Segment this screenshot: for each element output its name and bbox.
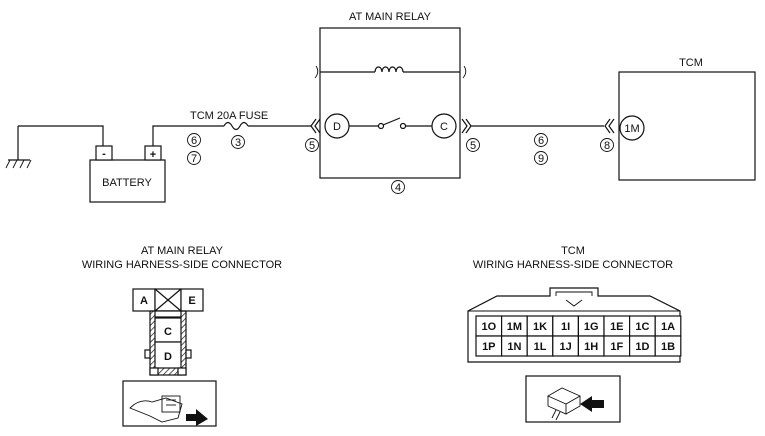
connector-chevron-relay-d bbox=[310, 118, 321, 134]
ref-3: 3 bbox=[235, 137, 241, 149]
reference-markers: 6 7 3 5 4 5 6 9 8 bbox=[187, 133, 614, 194]
tcm-pin-label: 1M bbox=[507, 321, 522, 333]
relay-connector-pin-c: C bbox=[164, 326, 172, 338]
at-main-relay: AT MAIN RELAY D C bbox=[314, 11, 467, 179]
tcm-pin-label: 1F bbox=[610, 341, 623, 353]
ref-6b: 6 bbox=[538, 135, 544, 147]
tcm-pin-label: 1N bbox=[507, 341, 521, 353]
ref-5a: 5 bbox=[309, 140, 315, 152]
relay-pin-d: D bbox=[333, 121, 341, 133]
ref-4: 4 bbox=[395, 182, 401, 194]
tcm-module: TCM 1M bbox=[618, 57, 756, 181]
battery: BATTERY - + bbox=[89, 145, 166, 203]
relay-connector-pin-d: D bbox=[164, 351, 172, 363]
battery-label: BATTERY bbox=[102, 177, 152, 189]
ref-6a: 6 bbox=[191, 135, 197, 147]
relay-connector-pin-a: A bbox=[140, 295, 148, 307]
ref-5b: 5 bbox=[470, 140, 476, 152]
tcm-connector-diagram: TCM WIRING HARNESS-SIDE CONNECTOR 1O 1M 1K… bbox=[467, 245, 682, 423]
tcm-pin-label: 1E bbox=[610, 321, 623, 333]
battery-positive-terminal: + bbox=[150, 149, 156, 161]
tcm-pin-grid: 1O 1M 1K 1I 1G 1E 1C 1A 1P 1N 1L 1J 1H 1F 1D 1B bbox=[475, 315, 682, 357]
relay-connector-title-2: WIRING HARNESS-SIDE CONNECTOR bbox=[82, 259, 282, 271]
tcm-pin-label: 1A bbox=[661, 321, 675, 333]
battery-positive-wire bbox=[152, 125, 224, 146]
fuse-symbol bbox=[223, 121, 249, 131]
ref-7: 7 bbox=[191, 153, 197, 165]
tcm-title: TCM bbox=[679, 57, 703, 69]
tcm-pin-label: 1K bbox=[533, 321, 547, 333]
tcm-pin-label: 1L bbox=[534, 341, 547, 353]
tcm-connector-inset bbox=[525, 375, 621, 423]
ground-symbol bbox=[5, 126, 32, 169]
relay-connector-title-1: AT MAIN RELAY bbox=[141, 245, 224, 257]
tcm-pin-label: 1I bbox=[561, 321, 570, 333]
ground-wire bbox=[18, 125, 104, 146]
tcm-pin-cell bbox=[654, 335, 682, 357]
relay-connector-diagram: AT MAIN RELAY WIRING HARNESS-SIDE CONNEC… bbox=[82, 245, 282, 427]
connector-chevron-relay-c bbox=[461, 118, 472, 134]
arrow-icon bbox=[580, 396, 604, 412]
relay-coil bbox=[374, 66, 404, 73]
tcm-pin-label: 1H bbox=[584, 341, 598, 353]
relay-connector-pin-e: E bbox=[188, 295, 195, 307]
tcm-terminal-1m bbox=[619, 115, 645, 141]
tcm-pin-label: 1C bbox=[635, 321, 649, 333]
tcm-pin-1m: 1M bbox=[624, 123, 639, 135]
tcm-pin-label: 1J bbox=[559, 341, 571, 353]
tcm-pin-label: 1B bbox=[661, 341, 675, 353]
battery-negative-terminal: - bbox=[102, 148, 106, 160]
tcm-pin-label: 1D bbox=[635, 341, 649, 353]
tcm-pin-label: 1G bbox=[584, 321, 599, 333]
ref-9: 9 bbox=[538, 153, 544, 165]
tcm-connector-title-2: WIRING HARNESS-SIDE CONNECTOR bbox=[473, 259, 673, 271]
fuse-label: TCM 20A FUSE bbox=[190, 110, 268, 122]
relay-pin-c: C bbox=[440, 121, 448, 133]
connector-chevron-tcm bbox=[604, 118, 615, 134]
arrow-icon bbox=[186, 409, 208, 426]
tcm-pin-label: 1P bbox=[482, 341, 495, 353]
relay-title: AT MAIN RELAY bbox=[349, 11, 432, 23]
ref-8: 8 bbox=[604, 140, 610, 152]
tcm-pin-label: 1O bbox=[481, 321, 496, 333]
tcm-connector-title-1: TCM bbox=[561, 245, 585, 257]
